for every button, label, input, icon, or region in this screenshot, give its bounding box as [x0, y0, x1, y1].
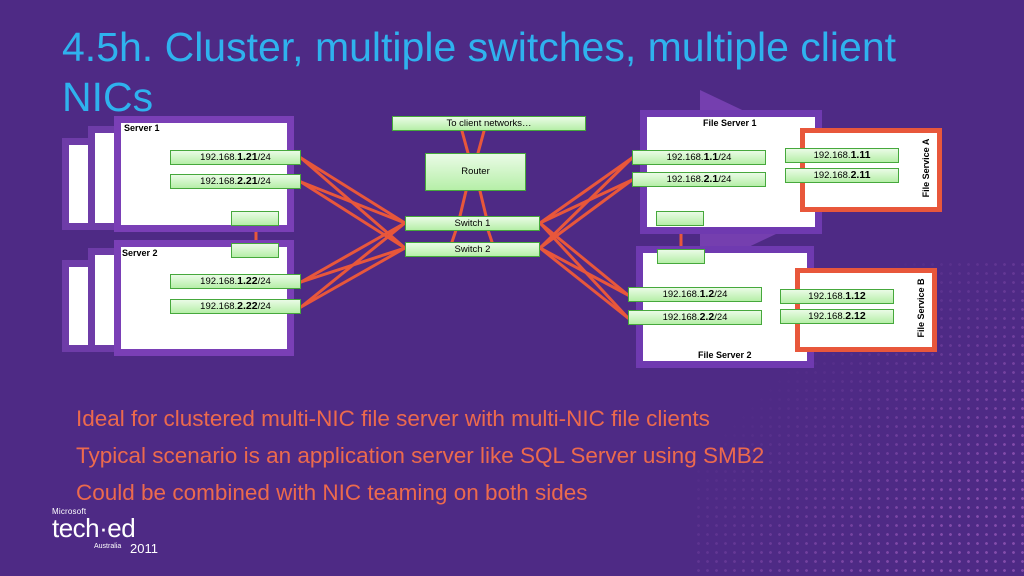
- link-s2-nic1-switch1: [299, 221, 407, 284]
- bullet-list: Ideal for clustered multi-NIC file serve…: [76, 400, 764, 511]
- server2-heartbeat-nic: [231, 243, 279, 258]
- logo-company: Microsoft: [52, 507, 87, 516]
- server2-label: Server 2: [122, 248, 158, 258]
- client-networks-box: To client networks…: [392, 116, 586, 131]
- file-service-a-label: File Service A: [921, 138, 931, 198]
- logo-year: 2011: [130, 541, 158, 556]
- file-service-a-ip-1: 192.168.1.11: [785, 148, 899, 163]
- link-fs1-nic2-switch1: [538, 178, 634, 225]
- link-fs2-nic2-switch1: [538, 221, 630, 320]
- teched-logo: Microsoft tech·ed Australia 2011: [52, 507, 158, 556]
- server2-nic-2: 192.168.2.22/24: [170, 299, 301, 314]
- bullet-item: Could be combined with NIC teaming on bo…: [76, 480, 588, 505]
- link-s2-nic2-switch1: [299, 221, 407, 309]
- fileserver1-nic-2: 192.168.2.1/24: [632, 172, 766, 187]
- link-router-switch-left: [458, 189, 468, 218]
- fileserver2-label: File Server 2: [698, 350, 752, 360]
- switch2-box: Switch 2: [405, 242, 540, 257]
- link-router-switch-right: [478, 189, 488, 218]
- link-router-clients-left: [460, 129, 470, 155]
- logo-event: tech·ed: [52, 513, 136, 543]
- file-service-a-ip-2: 192.168.2.11: [785, 168, 899, 183]
- file-service-b-label: File Service B: [916, 278, 926, 338]
- link-fs2-nic1-switch1: [538, 221, 630, 297]
- fileserver1-nic-1: 192.168.1.1/24: [632, 150, 766, 165]
- server1-label: Server 1: [124, 123, 160, 133]
- file-service-b-ip-1: 192.168.1.12: [780, 289, 894, 304]
- slide-title: 4.5h. Cluster, multiple switches, multip…: [62, 24, 897, 118]
- router-box: Router: [425, 153, 526, 191]
- switch1-box: Switch 1: [405, 216, 540, 231]
- server2-nic-1: 192.168.1.22/24: [170, 274, 301, 289]
- server1-heartbeat-nic: [231, 211, 279, 226]
- server2-box: [114, 240, 294, 356]
- fileserver2-heartbeat-nic: [657, 249, 705, 264]
- fileserver1-label: File Server 1: [703, 118, 757, 128]
- link-router-clients-right: [476, 129, 486, 155]
- link-s2-nic2-switch2: [299, 246, 407, 309]
- link-s1-nic1-switch1: [299, 156, 407, 225]
- fileserver2-nic-1: 192.168.1.2/24: [628, 287, 762, 302]
- bullet-item: Ideal for clustered multi-NIC file serve…: [76, 406, 710, 431]
- fileserver2-box: [636, 246, 814, 368]
- bullet-item: Typical scenario is an application serve…: [76, 443, 765, 468]
- server1-nic-2: 192.168.2.21/24: [170, 174, 301, 189]
- link-switch1-switch2-right: [486, 228, 494, 244]
- logo-region: Australia: [94, 543, 122, 550]
- link-fs1-nic1-switch1: [538, 156, 634, 225]
- server1-nic-1: 192.168.1.21/24: [170, 150, 301, 165]
- fileserver1-heartbeat-nic: [656, 211, 704, 226]
- file-service-b-ip-2: 192.168.2.12: [780, 309, 894, 324]
- link-s1-nic2-switch1: [299, 180, 407, 225]
- fileserver2-nic-2: 192.168.2.2/24: [628, 310, 762, 325]
- link-fs2-nic2-switch2: [538, 246, 630, 320]
- link-switch1-switch2-left: [450, 228, 458, 244]
